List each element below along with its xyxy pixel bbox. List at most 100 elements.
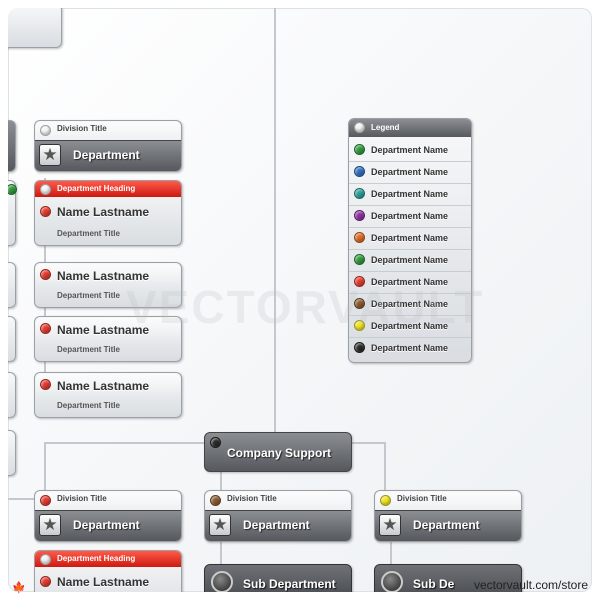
department-label: Department xyxy=(73,518,140,532)
legend-item-label: Department Name xyxy=(371,299,449,309)
department-bar: ★ Department xyxy=(205,510,351,541)
offscreen-node xyxy=(8,372,16,418)
person-title: Department Title xyxy=(57,291,120,300)
legend-title: Legend xyxy=(371,123,400,132)
legend-color-dot xyxy=(354,144,365,155)
department-bar: ★ Department xyxy=(375,510,521,541)
status-dot xyxy=(40,576,51,587)
status-dot xyxy=(40,184,51,195)
star-icon: ★ xyxy=(39,144,61,166)
org-chart-canvas: Division Title ★ Department Department H… xyxy=(8,8,592,592)
division-card-bottom-2[interactable]: Division Title ★ Department xyxy=(204,490,352,542)
legend-item: Department Name xyxy=(349,293,471,316)
person-name: Name Lastname xyxy=(57,379,150,393)
status-dot xyxy=(40,379,51,390)
legend-item-label: Department Name xyxy=(371,145,449,155)
division-title: Division Title xyxy=(57,494,107,503)
legend-color-dot xyxy=(354,232,365,243)
offscreen-node xyxy=(8,8,62,48)
person-title: Department Title xyxy=(57,229,120,238)
legend-color-dot xyxy=(354,276,365,287)
legend-item-label: Department Name xyxy=(371,211,449,221)
watermark: VECTORVAULT xyxy=(126,281,485,333)
legend-color-dot xyxy=(354,298,365,309)
status-dot xyxy=(210,495,221,506)
sub-department-label: Sub De xyxy=(413,577,455,591)
legend-item-label: Department Name xyxy=(371,321,449,331)
maple-leaf-icon: 🍁 xyxy=(12,582,26,594)
status-dot xyxy=(40,554,51,565)
status-dot xyxy=(40,495,51,506)
legend-color-dot xyxy=(354,166,365,177)
offscreen-node xyxy=(8,180,16,246)
department-bar: ★ Department xyxy=(35,510,181,541)
legend-item: Department Name xyxy=(349,227,471,250)
person-name: Name Lastname xyxy=(57,269,150,283)
division-card-top[interactable]: Division Title ★ Department xyxy=(34,120,182,172)
legend-color-dot xyxy=(354,342,365,353)
legend-item-label: Department Name xyxy=(371,189,449,199)
legend-color-dot xyxy=(354,210,365,221)
sub-department-icon xyxy=(381,571,403,592)
status-dot xyxy=(210,437,221,448)
legend-color-dot xyxy=(354,320,365,331)
status-dot xyxy=(40,206,51,217)
division-title: Division Title xyxy=(227,494,277,503)
person-name: Name Lastname xyxy=(57,205,150,219)
status-dot xyxy=(380,495,391,506)
connector-line xyxy=(274,8,276,434)
department-bar: ★ Department xyxy=(35,140,181,171)
company-support-node[interactable]: Company Support xyxy=(204,432,352,472)
legend-item: Department Name xyxy=(349,139,471,162)
person-card-heading[interactable]: Department Heading Name Lastname xyxy=(34,550,182,592)
offscreen-node xyxy=(8,430,16,476)
connector-line xyxy=(220,542,222,566)
store-url: vectorvault.com/store xyxy=(473,578,588,592)
offscreen-node xyxy=(8,120,16,172)
connector-line xyxy=(384,442,386,492)
star-icon: ★ xyxy=(379,514,401,536)
connector-line xyxy=(390,542,392,566)
department-heading: Department Heading xyxy=(35,551,181,567)
person-card-heading[interactable]: Department Heading Name Lastname Departm… xyxy=(34,180,182,246)
status-dot xyxy=(8,184,17,195)
legend-color-dot xyxy=(354,254,365,265)
star-icon: ★ xyxy=(209,514,231,536)
legend-item-label: Department Name xyxy=(371,343,449,353)
connector-line xyxy=(44,442,46,492)
department-label: Department xyxy=(243,518,310,532)
sub-department-icon xyxy=(211,571,233,592)
division-card-bottom-3[interactable]: Division Title ★ Department xyxy=(374,490,522,542)
legend-item: Department Name xyxy=(349,337,471,359)
offscreen-node xyxy=(8,316,16,362)
legend-header: Legend xyxy=(349,119,471,137)
legend-item-label: Department Name xyxy=(371,255,449,265)
legend-item-label: Department Name xyxy=(371,277,449,287)
division-title: Division Title xyxy=(397,494,447,503)
legend-item: Department Name xyxy=(349,249,471,272)
person-card[interactable]: Name Lastname Department Title xyxy=(34,372,182,418)
person-title: Department Title xyxy=(57,345,120,354)
company-support-label: Company Support xyxy=(227,446,331,460)
sub-department-label: Sub Department xyxy=(243,577,336,591)
legend-color-dot xyxy=(354,188,365,199)
person-name: Name Lastname xyxy=(57,323,150,337)
legend-item: Department Name xyxy=(349,271,471,294)
division-card-bottom-1[interactable]: Division Title ★ Department xyxy=(34,490,182,542)
star-icon: ★ xyxy=(39,514,61,536)
department-label: Department xyxy=(73,148,140,162)
legend-item-label: Department Name xyxy=(371,233,449,243)
person-name: Name Lastname xyxy=(57,575,150,589)
sub-department-node[interactable]: Sub De xyxy=(374,564,522,592)
status-dot xyxy=(354,122,365,133)
legend-item: Department Name xyxy=(349,183,471,206)
department-heading: Department Heading xyxy=(35,181,181,197)
division-title: Division Title xyxy=(57,124,107,133)
legend-item: Department Name xyxy=(349,161,471,184)
sub-department-node[interactable]: Sub Department xyxy=(204,564,352,592)
status-dot xyxy=(40,125,51,136)
status-dot xyxy=(40,269,51,280)
connector-line xyxy=(8,498,36,500)
